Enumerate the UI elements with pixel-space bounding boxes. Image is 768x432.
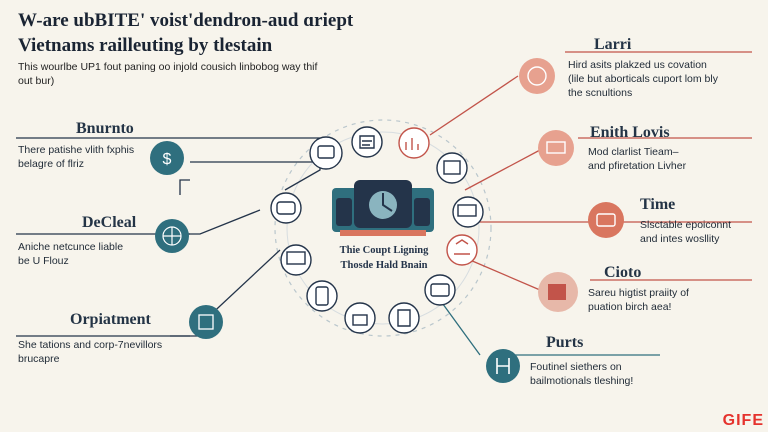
enith-text: Mod clarlist Tieam– and pfiretation Livh…	[588, 145, 686, 173]
laptop-icon	[280, 244, 312, 276]
orpiatment-title: Orpiatment	[70, 311, 151, 328]
decleal-line-1: Aniche netcunce liable	[18, 241, 124, 253]
document-icon	[351, 126, 383, 158]
hub-ring-inner	[286, 131, 480, 325]
network-icon	[189, 305, 223, 339]
purts-connector	[439, 299, 660, 356]
box-icon	[538, 272, 578, 312]
svg-text:$: $	[163, 151, 172, 168]
bnurnto-line-2: belagre of flriz	[18, 158, 84, 170]
card-node-icon	[588, 202, 624, 238]
larri-line-1: Hird asits plakzed us covation	[568, 59, 707, 71]
time-line-1: Slsctable epoiconnt	[640, 219, 732, 231]
subtitle-line-1: This wourlbe UP1 fout paning oo injold c…	[18, 61, 318, 73]
time-text: Slsctable epoiconnt and intes wosllity	[640, 218, 731, 246]
connector-decleal	[16, 209, 261, 235]
bnurnto-title: Bnurnto	[76, 120, 134, 137]
purts-line-1: Foutinel siethers on	[530, 361, 622, 373]
title-line-1: W-are ubBITE' voist'dendron-aud ɑriept	[18, 10, 354, 31]
time-title: Time	[640, 196, 676, 213]
ring-icons	[270, 126, 484, 334]
hub-line-2: Thosde Hald Bnain	[340, 260, 428, 271]
cioto-line-1: Sareu higtist praiity of	[588, 287, 689, 299]
enith-title: Enith Lovis	[590, 124, 670, 141]
connector-larri	[429, 75, 519, 136]
enith-line-1: Mod clarlist Tieam–	[588, 146, 679, 158]
contract-icon	[388, 302, 420, 334]
building-hub-icon	[332, 180, 434, 236]
orpiatment-line-1: She tations and corp-7nevillors	[18, 339, 163, 351]
bank-icon	[446, 234, 478, 266]
time-line-2: and intes wosllity	[640, 233, 720, 245]
plug-icon	[486, 349, 520, 383]
connector-purts	[439, 299, 481, 356]
larri-title: Larri	[594, 36, 632, 53]
money-stack-icon	[538, 130, 574, 166]
bnurnto-line-1: There patishe vlith fxphis	[18, 144, 135, 156]
bnurnto-text: There patishe vlith fxphis belagre of fl…	[18, 143, 134, 171]
purts-title: Purts	[546, 334, 584, 351]
connector-enith	[464, 149, 541, 191]
truck-icon	[452, 196, 484, 228]
page-title: W-are ubBITE' voist'dendron-aud ɑriept V…	[18, 8, 353, 58]
connector-cioto	[469, 259, 541, 291]
cioto-title: Cioto	[604, 264, 642, 281]
larri-line-2: (lile but aborticals cuport lom bly	[568, 73, 718, 85]
cioto-line-2: puation birch aea!	[588, 301, 672, 313]
decleal-title: DeCleal	[82, 214, 137, 231]
title-line-2: Vietnams railleuting by tlestain	[18, 35, 273, 56]
coin-icon	[519, 58, 555, 94]
device-icon	[309, 136, 343, 170]
hub-line-1: Thie Coupt Ligning	[339, 245, 429, 256]
purts-line-2: bailmotionals tleshing!	[530, 375, 634, 387]
connector-bnurnto-side	[179, 179, 190, 195]
globe-icon	[155, 219, 189, 253]
larri-text: Hird asits plakzed us covation (lile but…	[568, 58, 718, 100]
wallet-icon	[270, 192, 302, 224]
hub-label: Thie Coupt Ligning Thosde Hald Bnain	[316, 243, 452, 273]
larri-line-3: the scnultions	[568, 87, 633, 99]
orpiatment-line-2: brucapre	[18, 353, 60, 365]
right-connectors	[429, 51, 752, 291]
chart-icon	[398, 127, 430, 159]
orpiatment-text: She tations and corp-7nevillors brucapre	[18, 338, 162, 366]
package-icon	[436, 152, 468, 184]
phone-icon	[306, 280, 338, 312]
purts-text: Foutinel siethers on bailmotionals tlesh…	[530, 360, 633, 388]
subtitle-line-2: out bur)	[18, 75, 55, 87]
dollar-icon: $	[150, 141, 184, 175]
card-icon	[424, 274, 456, 306]
hub-ring	[274, 119, 492, 337]
enith-line-2: and pfiretation Livher	[588, 160, 687, 172]
lock-icon	[344, 302, 376, 334]
watermark-logo: GIFE	[722, 412, 764, 429]
decleal-line-2: be U Flouz	[18, 255, 69, 267]
decleal-text: Aniche netcunce liable be U Flouz	[18, 240, 123, 268]
connector-bnurnto	[190, 161, 321, 191]
connector-orpiatment-diag	[204, 249, 281, 321]
cioto-text: Sareu higtist praiity of puation birch a…	[588, 286, 689, 314]
